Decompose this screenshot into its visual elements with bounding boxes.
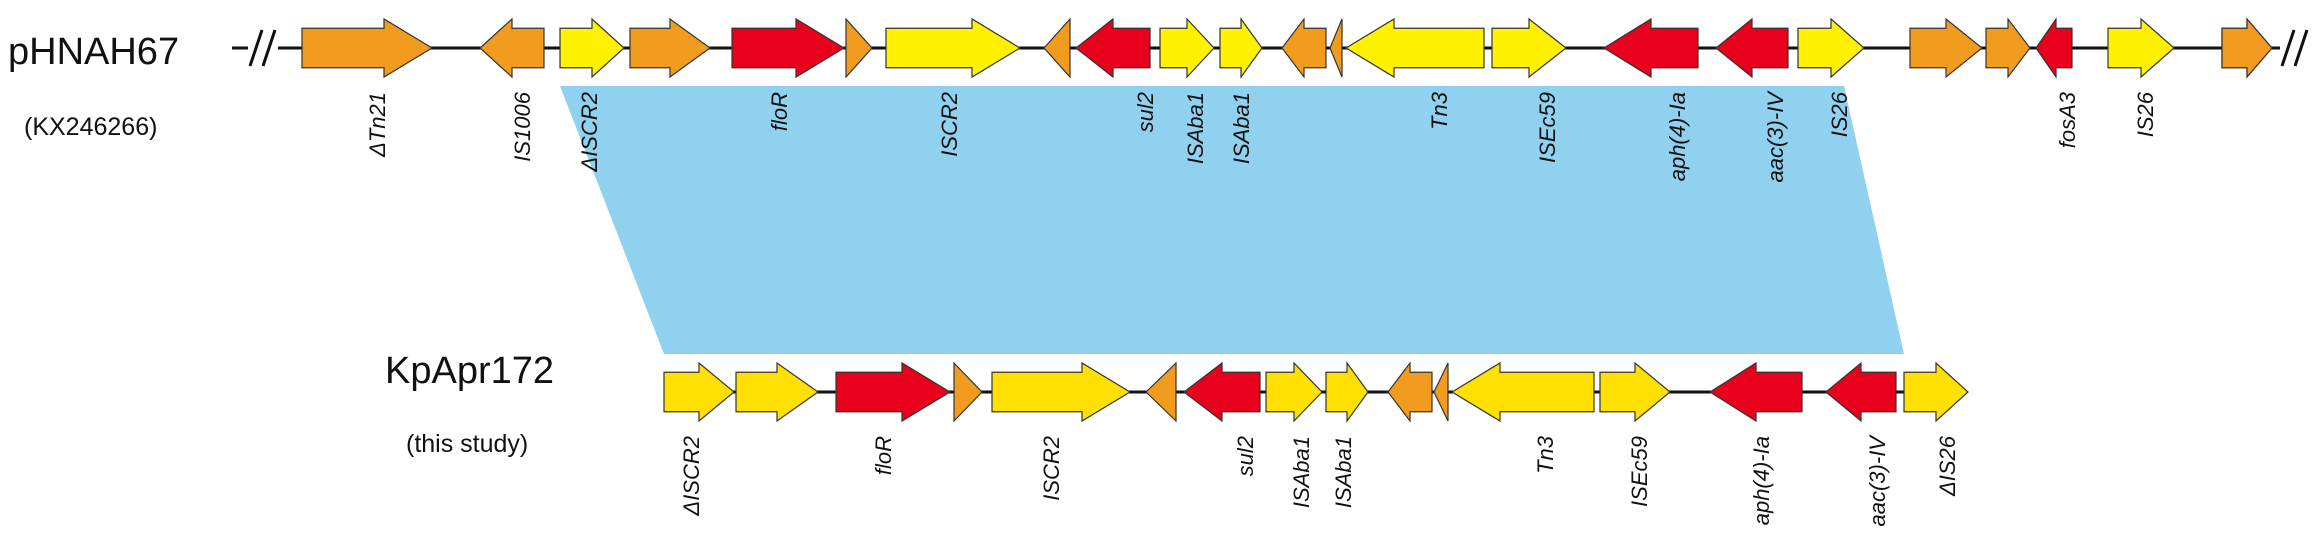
top-gene-label-isaba1: ISAba1 bbox=[1229, 92, 1254, 164]
bottom-gene-arrow-isec59 bbox=[1599, 361, 1671, 423]
bottom-gene-arrow bbox=[1387, 361, 1433, 423]
top-gene-arrow bbox=[629, 17, 712, 79]
top-gene-arrow-iscr2 bbox=[885, 17, 1022, 79]
bottom-gene-label-tn3: Tn3 bbox=[1533, 435, 1558, 474]
bottom-gene-label-isaba1: ISAba1 bbox=[1331, 436, 1356, 508]
bottom-strain-name: KpApr172 bbox=[385, 350, 554, 392]
bottom-gene-arrow-delta-is26 bbox=[1903, 361, 1969, 423]
bottom-gene-arrow bbox=[953, 361, 983, 423]
top-gene-arrow-isaba1 bbox=[1159, 17, 1215, 79]
bottom-gene-arrow bbox=[1433, 362, 1449, 422]
top-gene-arrow-tn3 bbox=[1344, 17, 1485, 79]
bottom-track-labels: ΔISCR2 floR ISCR2 sul2 ISAba1 ISAba1 Tn3 ISEc59… bbox=[679, 434, 1960, 527]
top-gene-label-is1006: IS1006 bbox=[510, 91, 535, 161]
top-gene-arrow bbox=[2221, 17, 2273, 79]
top-gene-arrow-is26 bbox=[2107, 17, 2175, 79]
top-gene-label-isaba1: ISAba1 bbox=[1183, 92, 1208, 164]
top-track-genes bbox=[301, 17, 2273, 79]
top-gene-arrow-fosa3 bbox=[2035, 17, 2073, 79]
top-gene-arrow bbox=[845, 17, 873, 79]
bottom-gene-arrow-isaba1 bbox=[1325, 361, 1369, 423]
bottom-strain-subtitle: (this study) bbox=[406, 430, 528, 458]
top-gene-arrow-isec59 bbox=[1491, 17, 1567, 79]
bottom-gene-arrow-aac-3-iv bbox=[1825, 361, 1897, 423]
bottom-gene-arrow-flor bbox=[835, 361, 952, 423]
top-gene-arrow bbox=[1281, 17, 1327, 79]
bottom-gene-label-aac-3-iv: aac(3)-IV bbox=[1865, 434, 1890, 527]
top-gene-arrow-flor bbox=[731, 17, 846, 79]
bottom-gene-arrow bbox=[735, 361, 820, 423]
homology-region bbox=[560, 86, 1904, 354]
bottom-track-genes bbox=[663, 361, 1969, 423]
bottom-gene-label-aph-4-ia: aph(4)-Ia bbox=[1749, 436, 1774, 525]
top-gene-arrow-delta-iscr2 bbox=[559, 17, 625, 79]
top-gene-label-delta-iscr2: ΔISCR2 bbox=[577, 92, 602, 173]
top-gene-label-aac-3-iv: aac(3)-IV bbox=[1763, 90, 1788, 183]
bottom-gene-label-flor: floR bbox=[871, 436, 896, 475]
bottom-gene-arrow-iscr2 bbox=[991, 361, 1132, 423]
bottom-gene-label-isec59: ISEc59 bbox=[1627, 436, 1652, 507]
top-gene-label-is26: IS26 bbox=[2133, 91, 2158, 137]
top-gene-label-isec59: ISEc59 bbox=[1535, 92, 1560, 163]
top-gene-arrow bbox=[1329, 18, 1343, 78]
bottom-gene-arrow-aph-4-ia bbox=[1708, 361, 1803, 423]
bottom-gene-arrow-isaba1 bbox=[1265, 361, 1323, 423]
top-gene-arrow-delta-tn21 bbox=[301, 17, 434, 79]
top-gene-label-delta-tn21: ΔTn21 bbox=[365, 92, 390, 158]
break-mark-left bbox=[248, 26, 278, 70]
top-gene-arrow-aac-3-iv bbox=[1715, 17, 1789, 79]
top-plasmid-name: pHNAH67 bbox=[8, 31, 179, 73]
top-gene-arrow-is26 bbox=[1797, 17, 1865, 79]
top-gene-arrow bbox=[1909, 17, 1983, 79]
top-gene-label-aph-4-ia: aph(4)-Ia bbox=[1665, 92, 1690, 181]
bottom-gene-arrow bbox=[1145, 361, 1177, 423]
top-gene-label-sul2: sul2 bbox=[1133, 92, 1158, 132]
bottom-gene-label-delta-iscr2: ΔISCR2 bbox=[679, 436, 704, 517]
top-plasmid-accession: (KX246266) bbox=[24, 113, 157, 141]
break-mark-right bbox=[2280, 26, 2310, 70]
top-gene-arrow-sul2 bbox=[1075, 17, 1151, 79]
bottom-gene-label-sul2: sul2 bbox=[1233, 436, 1258, 476]
bottom-gene-arrow-tn3 bbox=[1450, 361, 1595, 423]
top-gene-label-flor: floR bbox=[767, 92, 792, 131]
top-gene-label-tn3: Tn3 bbox=[1427, 91, 1452, 130]
bottom-gene-label-isaba1: ISAba1 bbox=[1289, 436, 1314, 508]
top-gene-arrow bbox=[1985, 17, 2031, 79]
top-gene-label-iscr2: ISCR2 bbox=[937, 92, 962, 157]
top-track-labels: ΔTn21 IS1006 ΔISCR2 floR ISCR2 sul2 ISAba1 ISAb… bbox=[365, 90, 2158, 183]
bottom-gene-label-iscr2: ISCR2 bbox=[1039, 436, 1064, 501]
top-gene-arrow bbox=[1043, 17, 1071, 79]
top-gene-arrow-is1006 bbox=[479, 17, 545, 79]
bottom-gene-arrow-delta-iscr2 bbox=[663, 361, 735, 423]
bottom-gene-arrow-sul2 bbox=[1183, 361, 1261, 423]
top-gene-label-is26: IS26 bbox=[1827, 91, 1852, 137]
top-gene-arrow-isaba1 bbox=[1219, 17, 1263, 79]
bottom-gene-label-delta-is26: ΔIS26 bbox=[1935, 435, 1960, 497]
top-gene-label-fosa3: fosA3 bbox=[2055, 91, 2080, 148]
top-gene-arrow-aph-4-ia bbox=[1602, 17, 1699, 79]
